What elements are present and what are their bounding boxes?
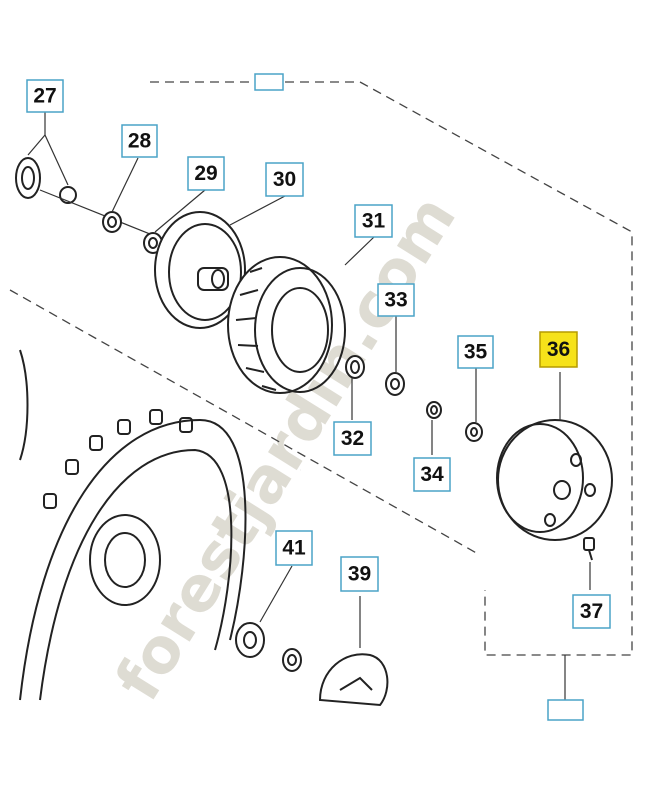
callout-36-label: 36 [547,338,570,361]
callout-41-label: 41 [282,537,306,560]
part-39-hub-cap [318,653,389,707]
callout-30: 30 [265,162,304,197]
part-31-tyre [227,256,346,394]
callout-31-label: 31 [362,210,386,233]
callout-34-label: 34 [420,463,444,486]
callout-32: 32 [333,421,372,456]
callout-31: 31 [354,204,393,238]
callout-32-label: 32 [341,427,364,450]
callout-39: 39 [340,556,379,592]
callout-33-label: 33 [384,289,407,312]
callout-41: 41 [275,530,313,566]
part-34-washer [426,401,442,419]
callout-37-label: 37 [580,600,603,623]
callout-33: 33 [377,283,415,317]
part-nut-small [282,648,302,672]
callout-27-label: 27 [33,85,56,108]
part-37-screw [583,537,595,561]
part-32-washer [345,355,365,379]
part-28-washer [102,211,122,233]
callout-28: 28 [121,124,158,158]
callout-27: 27 [26,79,64,113]
part-41-washer [235,622,265,658]
part-36-wheel-cap [496,419,613,541]
part-27-bracket [15,157,186,249]
callout-39-label: 39 [348,563,371,586]
main-wheel [19,349,247,701]
callout-28-label: 28 [128,130,152,153]
callout-37: 37 [572,594,611,629]
callout-29: 29 [187,156,225,191]
callout-35: 35 [457,335,494,369]
part-33-bearing [385,372,405,396]
callout-35-label: 35 [464,341,488,364]
part-30-hub-cover [154,211,246,329]
callout-34: 34 [413,457,451,492]
callout-30-label: 30 [273,168,296,191]
callout-partial-top [254,73,284,91]
part-35-nut [465,422,483,442]
callout-partial-bottom [547,699,584,721]
callout-36: 36 [539,331,578,368]
callout-29-label: 29 [194,162,217,185]
leader-lines [27,112,591,700]
assembly-frames [9,81,633,656]
